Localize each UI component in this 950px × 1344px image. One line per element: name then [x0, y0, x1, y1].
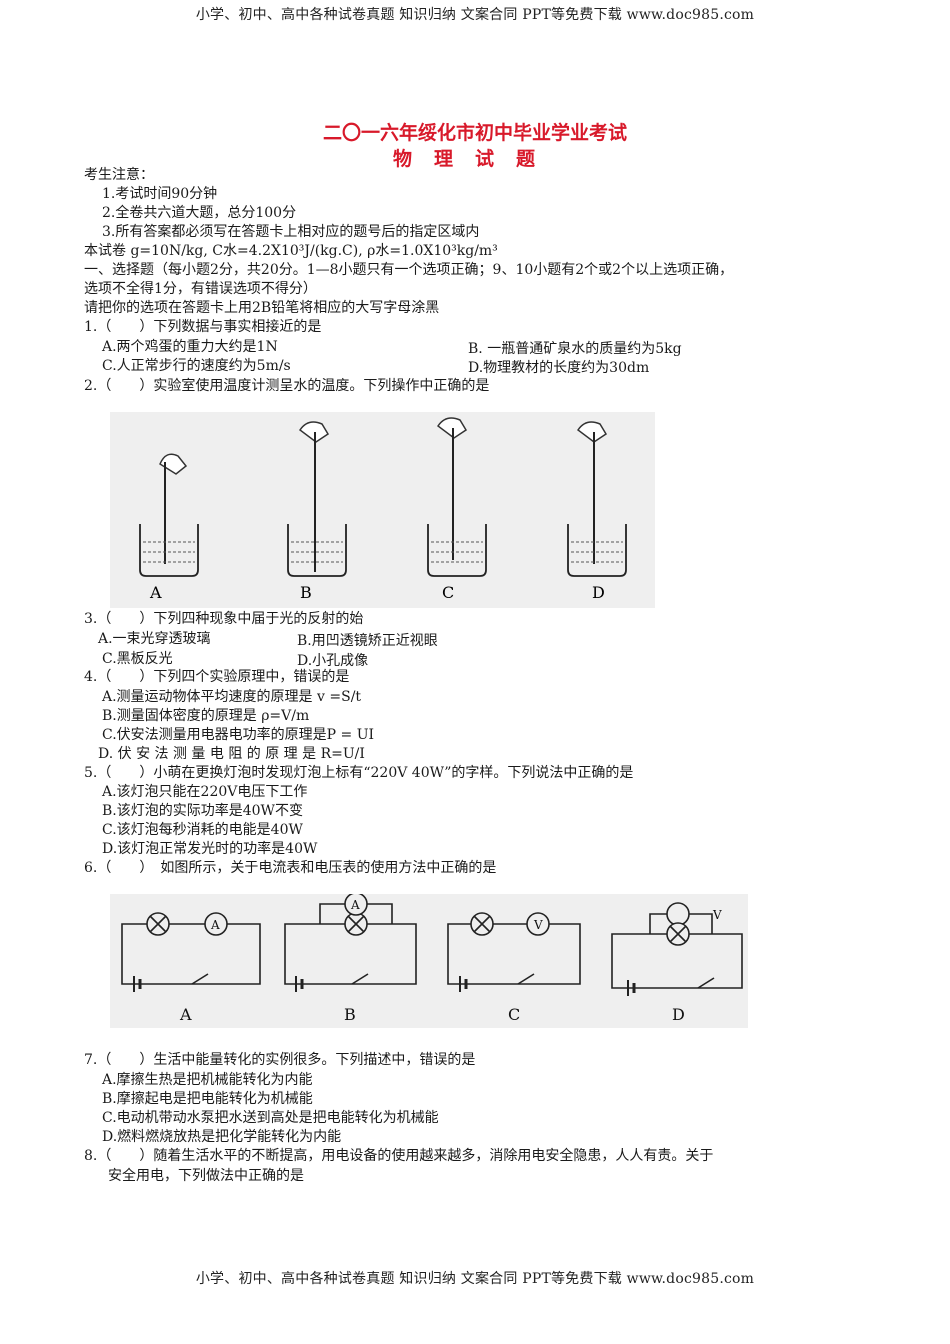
thermometer-setup-d: D	[567, 421, 627, 602]
section-instruction: 一、选择题（每小题2分，共20分。1—8小题只有一个选项正确；9、10小题有2个…	[84, 262, 734, 278]
question-stem: 2.（ ）实验室使用温度计测呈水的温度。下列操作中正确的是	[84, 378, 490, 394]
circuit-diagram: A A V V A B C D	[121, 892, 743, 1024]
voltmeter-symbol: V	[712, 908, 722, 922]
option-b: B.该灯泡的实际功率是40W不变	[102, 803, 303, 819]
notice-heading: 考生注意：	[84, 167, 154, 183]
option-c: C.该灯泡每秒消耗的电能是40W	[102, 822, 303, 838]
option-d: D.该灯泡正常发光时的功率是40W	[102, 841, 318, 857]
option-d: D. 伏 安 法 测 量 电 阻 的 原 理 是 R=U/I	[98, 746, 365, 762]
thermometer-diagram: A B C D	[139, 417, 627, 602]
voltmeter-symbol: V	[533, 918, 543, 932]
figure-label: B	[344, 1005, 356, 1024]
question-stem: 3.（ ）下列四种现象中届于光的反射的始	[84, 611, 364, 627]
option-d: D.燃料燃烧放热是把化学能转化为内能	[102, 1129, 342, 1145]
option-d: D.小孔成像	[297, 653, 369, 669]
option-b: B.用凹透镜矫正近视眼	[297, 633, 438, 649]
thermometer-setup-b: B	[287, 421, 347, 602]
thermometer-setup-c: C	[427, 417, 487, 602]
option-a: A.测量运动物体平均速度的原理是 v =S/t	[102, 689, 362, 705]
figure-label: A	[149, 583, 162, 602]
notice-item: 2.全卷共六道大题，总分100分	[102, 205, 297, 221]
section-instruction: 选项不全得1分，有错误选项不得分）	[84, 281, 317, 297]
notice-item: 1.考试时间90分钟	[102, 186, 218, 202]
question-stem: 6.（ ） 如图所示，关于电流表和电压表的使用方法中正确的是	[84, 860, 497, 876]
option-c: C.黑板反光	[102, 651, 173, 667]
figure-label: D	[592, 583, 605, 602]
section-instruction: 请把你的选项在答题卡上用2B铅笔将相应的大写字母涂黑	[84, 300, 440, 316]
question-stem: 1.（ ）下列数据与事实相接近的是	[84, 319, 322, 335]
option-b: B. 一瓶普通矿泉水的质量约为5kg	[468, 341, 682, 357]
notice-item: 3.所有答案都必须写在答题卡上相对应的题号后的指定区域内	[102, 224, 480, 240]
question-stem: 4.（ ）下列四个实验原理中，错误的是	[84, 669, 350, 685]
option-a: A.摩擦生热是把机械能转化为内能	[102, 1072, 313, 1088]
circuit-figure: A A V V A B C D	[110, 892, 748, 1028]
thermometer-figure: A B C D	[110, 412, 655, 608]
option-a: A.两个鸡蛋的重力大约是1N	[102, 339, 278, 355]
figure-label: A	[179, 1005, 192, 1024]
exam-title: 二〇一六年绥化市初中毕业学业考试	[322, 122, 627, 144]
question-stem-continued: 安全用电，下列做法中正确的是	[108, 1168, 304, 1184]
option-c: C.伏安法测量用电器电功率的原理是P = UI	[102, 727, 375, 743]
constants-line: 本试卷 g=10N/kg, C水=4.2X10³J/(kg.C), ρ水=1.0…	[84, 243, 498, 259]
option-b: B.摩擦起电是把电能转化为机械能	[102, 1091, 313, 1107]
figure-label: C	[508, 1005, 520, 1024]
option-c: C.电动机带动水泵把水送到高处是把电能转化为机械能	[102, 1110, 439, 1126]
option-d: D.物理教材的长度约为30dm	[468, 360, 650, 376]
option-a: A.一束光穿透玻璃	[98, 631, 211, 647]
question-stem: 8.（ ）随着生活水平的不断提高，用电设备的使用越来越多，消除用电安全隐患，人人…	[84, 1148, 714, 1164]
question-stem: 7.（ ）生活中能量转化的实例很多。下列描述中，错误的是	[84, 1052, 476, 1068]
figure-label: C	[442, 583, 454, 602]
exam-subtitle: 物理试题	[392, 148, 557, 170]
figure-label: B	[300, 583, 312, 602]
thermometer-setup-a: A	[139, 453, 199, 602]
ammeter-symbol: A	[210, 918, 220, 932]
ammeter-symbol: A	[350, 898, 360, 912]
page-footer: 小学、初中、高中各种试卷真题 知识归纳 文案合同 PPT等免费下载 www.do…	[195, 1271, 755, 1287]
page-header: 小学、初中、高中各种试卷真题 知识归纳 文案合同 PPT等免费下载 www.do…	[195, 7, 755, 23]
option-b: B.测量固体密度的原理是 ρ=V/m	[102, 708, 310, 724]
option-a: A.该灯泡只能在220V电压下工作	[102, 784, 308, 800]
question-stem: 5.（ ）小萌在更换灯泡时发现灯泡上标有“220V 40W”的字样。下列说法中正…	[84, 765, 634, 781]
figure-label: D	[672, 1005, 685, 1024]
option-c: C.人正常步行的速度约为5m/s	[102, 358, 291, 374]
